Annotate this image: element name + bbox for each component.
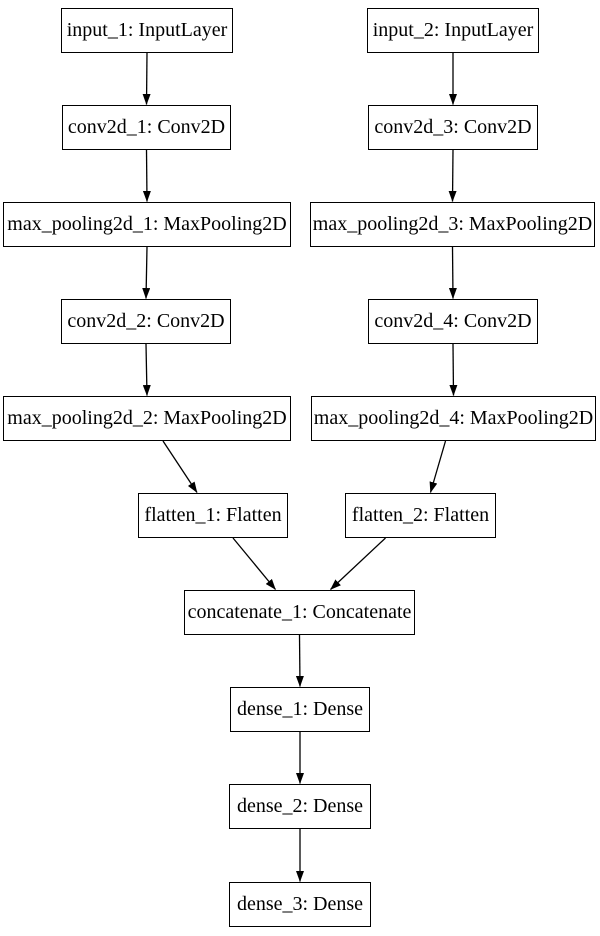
edge-flatten_1-to-concatenate_1: [232, 537, 277, 590]
node-max_pooling2d_2: max_pooling2d_2: MaxPooling2D: [3, 396, 291, 441]
edge-conv2d_3-to-max_pooling2d_3: [448, 149, 457, 202]
edge-max_pooling2d_2-to-flatten_1: [162, 440, 198, 493]
node-conv2d_1: conv2d_1: Conv2D: [62, 105, 231, 150]
node-label: conv2d_4: Conv2D: [374, 309, 532, 332]
edge-concatenate_1-to-dense_1: [295, 634, 304, 687]
node-flatten_2: flatten_2: Flatten: [345, 493, 496, 538]
edge-conv2d_4-to-max_pooling2d_4: [449, 343, 458, 396]
edge-flatten_2-to-concatenate_1: [330, 537, 386, 590]
node-input_2: input_2: InputLayer: [367, 8, 539, 53]
edge-max_pooling2d_3-to-conv2d_4: [448, 246, 457, 299]
node-dense_3: dense_3: Dense: [229, 882, 371, 927]
edge-conv2d_1-to-max_pooling2d_1: [142, 149, 151, 202]
node-label: max_pooling2d_2: MaxPooling2D: [7, 406, 287, 429]
node-label: conv2d_2: Conv2D: [67, 309, 225, 332]
node-max_pooling2d_4: max_pooling2d_4: MaxPooling2D: [311, 396, 596, 441]
node-conv2d_4: conv2d_4: Conv2D: [368, 299, 538, 344]
node-conv2d_2: conv2d_2: Conv2D: [61, 299, 231, 344]
node-label: conv2d_3: Conv2D: [374, 115, 532, 138]
node-label: conv2d_1: Conv2D: [67, 115, 226, 138]
node-dense_2: dense_2: Dense: [229, 784, 371, 829]
edge-conv2d_2-to-max_pooling2d_2: [142, 343, 151, 396]
node-label: max_pooling2d_4: MaxPooling2D: [313, 406, 594, 429]
node-label: concatenate_1: Concatenate: [187, 600, 412, 623]
node-label: dense_3: Dense: [236, 892, 364, 915]
node-label: dense_2: Dense: [236, 794, 364, 817]
node-label: dense_1: Dense: [236, 697, 364, 720]
node-dense_1: dense_1: Dense: [230, 687, 370, 732]
edge-input_1-to-conv2d_1: [142, 52, 151, 105]
edge-max_pooling2d_1-to-conv2d_2: [142, 246, 151, 299]
node-label: flatten_1: Flatten: [144, 503, 282, 526]
node-max_pooling2d_3: max_pooling2d_3: MaxPooling2D: [310, 202, 595, 247]
edge-max_pooling2d_4-to-flatten_2: [429, 440, 447, 493]
node-label: flatten_2: Flatten: [351, 503, 490, 526]
node-label: max_pooling2d_1: MaxPooling2D: [7, 212, 287, 235]
node-label: input_1: InputLayer: [66, 18, 228, 41]
node-input_1: input_1: InputLayer: [61, 8, 233, 53]
node-max_pooling2d_1: max_pooling2d_1: MaxPooling2D: [3, 202, 291, 247]
node-conv2d_3: conv2d_3: Conv2D: [368, 105, 538, 150]
node-label: input_2: InputLayer: [372, 18, 534, 41]
node-flatten_1: flatten_1: Flatten: [138, 493, 288, 538]
node-label: max_pooling2d_3: MaxPooling2D: [312, 212, 593, 235]
node-concatenate_1: concatenate_1: Concatenate: [184, 590, 415, 635]
